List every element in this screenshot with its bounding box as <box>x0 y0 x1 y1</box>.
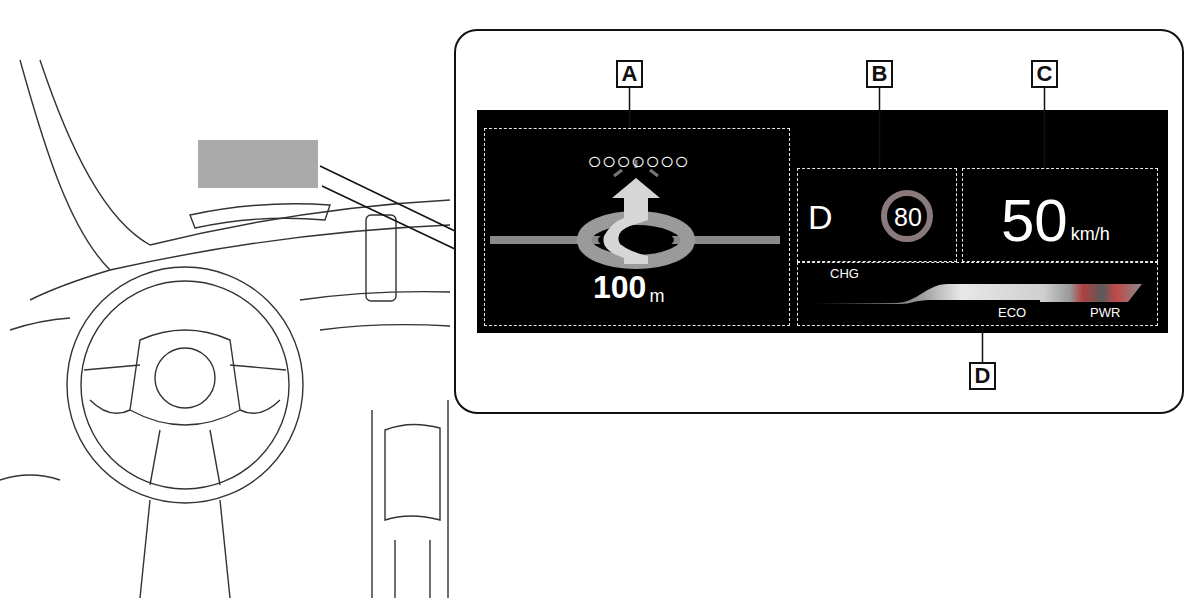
indicator-label: ECO <box>998 306 1026 319</box>
door-line <box>30 270 110 300</box>
shift-area <box>395 540 430 598</box>
speed-area: 50km/h <box>962 168 1158 262</box>
distance-unit: m <box>649 287 664 305</box>
leader-line <box>1044 88 1046 168</box>
leader-line <box>879 88 881 168</box>
center-screen <box>366 215 396 301</box>
circle-shape <box>885 194 931 240</box>
leader-line <box>982 326 984 362</box>
street-name: ○○○○○○○ <box>587 149 688 173</box>
door-line <box>0 475 60 480</box>
callout-frame <box>455 30 1183 413</box>
shift-limit-area: D 80 <box>797 168 957 262</box>
steering-column <box>140 500 230 598</box>
leader-line <box>320 166 457 250</box>
door-line <box>10 318 70 330</box>
speed-unit: km/h <box>1071 225 1110 243</box>
callout-letter: A <box>616 60 643 88</box>
node-text: A <box>622 63 638 85</box>
steering-hub <box>130 330 240 425</box>
callout-letter: B <box>866 60 893 88</box>
hybrid-indicator-bar <box>813 284 1142 304</box>
indicator-label: CHG <box>830 267 859 280</box>
node-text: D <box>975 365 991 387</box>
callout-letter: D <box>969 362 996 390</box>
navigation-area: ○○○○○○○ 100m <box>484 128 790 326</box>
route-arrow <box>603 178 660 264</box>
speed-limit-circle: 80 <box>884 193 932 241</box>
roundabout-icon <box>490 160 780 264</box>
car-interior <box>0 60 450 598</box>
center-console <box>372 400 448 598</box>
leader-line <box>629 88 631 128</box>
a-pillar <box>40 60 150 245</box>
dashboard-line <box>300 292 450 300</box>
node-text: B <box>872 63 888 85</box>
spoke-detail <box>90 400 280 413</box>
shift-position: D <box>808 200 833 234</box>
callout-letter: C <box>1031 60 1058 88</box>
speed-limit-sign <box>884 193 930 239</box>
hud-projector <box>190 204 330 228</box>
console-panel <box>385 424 440 520</box>
vehicle-speed: 50 <box>1001 191 1068 251</box>
hybrid-indicator-area: CHG ECO PWR <box>797 262 1158 326</box>
hud-display <box>477 110 1168 333</box>
hud-image <box>198 140 318 188</box>
steering-wheel <box>81 281 289 489</box>
dashboard-edge <box>110 225 450 270</box>
a-pillar <box>20 60 110 270</box>
steering-wheel <box>67 267 303 503</box>
indicator-label: PWR <box>1090 306 1120 319</box>
dashboard-line <box>320 325 450 330</box>
steering-spokes <box>84 365 286 485</box>
horn-pad <box>155 348 215 408</box>
speed-limit-value: 80 <box>894 205 922 230</box>
distance-value: 100 <box>593 271 646 303</box>
node-text: C <box>1037 63 1053 85</box>
